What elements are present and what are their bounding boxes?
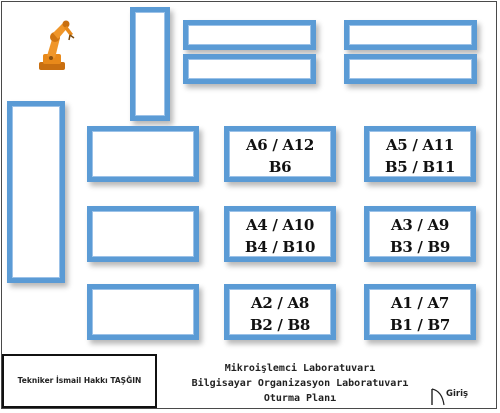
desk-label-line2: B5 / B11	[384, 158, 456, 176]
desk-vertical-top	[130, 7, 170, 121]
desk-label-line1: A5 / A11	[385, 136, 455, 154]
desk-label-line2: B3 / B9	[389, 238, 451, 256]
desk-row-2-left	[87, 206, 199, 262]
desk-row-1-left	[87, 126, 199, 182]
desk-a6-a12-b6[interactable]: A6 / A12 B6	[224, 126, 336, 182]
entrance-label: Giriş	[446, 389, 469, 399]
desk-vertical-left	[7, 101, 65, 283]
desk-label-line1: A4 / A10	[245, 216, 315, 234]
title-line-3: Oturma Planı	[263, 393, 337, 404]
desk-label-line1: A3 / A9	[391, 216, 449, 234]
title-line-1: Mikroişlemci Laboratuvarı	[224, 363, 376, 374]
robot-arm-icon	[39, 20, 75, 70]
desk-a4-a10-b4-b10[interactable]: A4 / A10 B4 / B10	[224, 206, 336, 262]
desk-label-line1: A1 / A7	[391, 294, 449, 312]
lab-floor-outline	[1, 1, 497, 409]
desk-label-line1: A2 / A8	[251, 294, 309, 312]
desk-label-line2: B4 / B10	[244, 238, 316, 256]
title-line-2: Bilgisayar Organizasyon Laboratuvarı	[191, 378, 409, 389]
desk-label-line1: A6 / A12	[245, 136, 315, 154]
desk-top-row-2-right	[344, 54, 477, 84]
desk-a5-a11-b5-b11[interactable]: A5 / A11 B5 / B11	[364, 126, 476, 182]
technician-box: Tekniker İsmail Hakkı TAŞĞIN	[2, 354, 157, 408]
door-swing-icon	[431, 388, 445, 406]
technician-name: Tekniker İsmail Hakkı TAŞĞIN	[17, 376, 142, 385]
desk-top-row-2-left	[183, 54, 316, 84]
desk-label-line2: B6	[268, 158, 292, 176]
desk-top-row-1-right	[344, 20, 477, 50]
desk-row-3-left	[87, 284, 199, 340]
desk-a3-a9-b3-b9[interactable]: A3 / A9 B3 / B9	[364, 206, 476, 262]
desk-label-line2: B1 / B7	[389, 316, 451, 334]
desk-a2-a8-b2-b8[interactable]: A2 / A8 B2 / B8	[224, 284, 336, 340]
desk-a1-a7-b1-b7[interactable]: A1 / A7 B1 / B7	[364, 284, 476, 340]
desk-label-line2: B2 / B8	[249, 316, 311, 334]
desk-top-row-1-left	[183, 20, 316, 50]
